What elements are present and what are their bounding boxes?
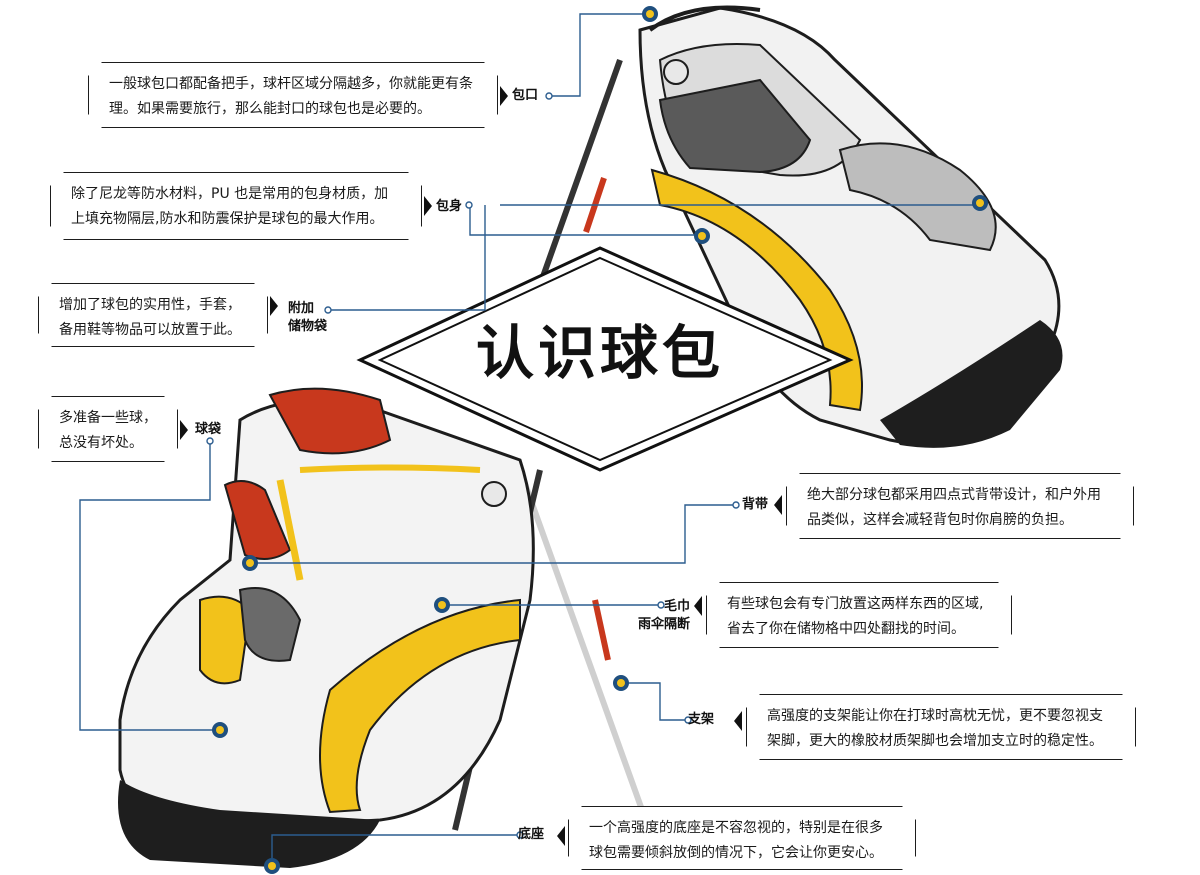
label-bagmouth: 包口 xyxy=(512,88,539,103)
callout-strap: 绝大部分球包都采用四点式背带设计，和户外用品类似，这样会减轻背包时你肩膀的负担。 xyxy=(786,473,1134,539)
marker-strap xyxy=(242,555,258,571)
target-markers xyxy=(212,6,988,874)
callout-storage-text: 增加了球包的实用性，手套，备用鞋等物品可以放置于此。 xyxy=(59,297,241,338)
label-storage: 附加 储物袋 xyxy=(288,300,327,336)
label-storage-line2: 储物袋 xyxy=(288,319,328,334)
label-arrows xyxy=(180,86,782,846)
lower-bag xyxy=(118,387,663,868)
marker-ballpocket xyxy=(212,722,228,738)
callout-bagmouth: 一般球包口都配备把手，球杆区域分隔越多，你就能更有条理。如果需要旅行，那么能封口… xyxy=(88,62,498,128)
upper-bag xyxy=(537,5,1063,448)
title-diamond xyxy=(356,246,854,472)
label-storage-line1: 附加 xyxy=(288,301,315,316)
label-towel: 毛巾 雨伞隔断 xyxy=(634,598,690,634)
label-ballpocket: 球袋 xyxy=(195,422,222,437)
callout-towel-text: 有些球包会有专门放置这两样东西的区域,省去了你在储物格中四处翻找的时间。 xyxy=(727,596,984,637)
callout-storage: 增加了球包的实用性，手套，备用鞋等物品可以放置于此。 xyxy=(38,283,268,347)
marker-bagmouth xyxy=(642,6,658,22)
marker-storage xyxy=(694,228,710,244)
callout-strap-text: 绝大部分球包都采用四点式背带设计，和户外用品类似，这样会减轻背包时你肩膀的负担。 xyxy=(807,487,1101,528)
label-dots xyxy=(206,92,740,839)
marker-towel xyxy=(434,597,450,613)
label-body: 包身 xyxy=(436,199,463,214)
callout-ballpocket-text: 多准备一些球，总没有坏处。 xyxy=(59,410,157,451)
marker-base xyxy=(264,858,280,874)
page-title: 认识球包 xyxy=(475,319,724,387)
callout-base-text: 一个高强度的底座是不容忽视的，特别是在很多球包需要倾斜放倒的情况下，它会让你更安… xyxy=(589,820,883,861)
label-stand: 支架 xyxy=(688,712,715,727)
label-towel-line2: 雨伞隔断 xyxy=(638,617,691,632)
callout-body-text: 除了尼龙等防水材料，PU 也是常用的包身材质，加上填充物隔层,防水和防震保护是球… xyxy=(71,186,389,227)
callout-towel: 有些球包会有专门放置这两样东西的区域,省去了你在储物格中四处翻找的时间。 xyxy=(706,582,1012,648)
marker-stand xyxy=(613,675,629,691)
callout-stand: 高强度的支架能让你在打球时高枕无忧，更不要忽视支架脚，更大的橡胶材质架脚也会增加… xyxy=(746,694,1136,760)
marker-body xyxy=(972,195,988,211)
callout-base: 一个高强度的底座是不容忽视的，特别是在很多球包需要倾斜放倒的情况下，它会让你更安… xyxy=(568,806,916,870)
callout-ballpocket: 多准备一些球，总没有坏处。 xyxy=(38,396,178,462)
label-towel-line1: 毛巾 xyxy=(664,599,691,614)
callout-body: 除了尼龙等防水材料，PU 也是常用的包身材质，加上填充物隔层,防水和防震保护是球… xyxy=(50,172,422,240)
label-base: 底座 xyxy=(518,827,545,842)
label-strap: 背带 xyxy=(742,497,769,512)
callout-bagmouth-text: 一般球包口都配备把手，球杆区域分隔越多，你就能更有条理。如果需要旅行，那么能封口… xyxy=(109,76,473,117)
leader-lines xyxy=(79,13,980,866)
callout-stand-text: 高强度的支架能让你在打球时高枕无忧，更不要忽视支架脚，更大的橡胶材质架脚也会增加… xyxy=(767,708,1103,749)
